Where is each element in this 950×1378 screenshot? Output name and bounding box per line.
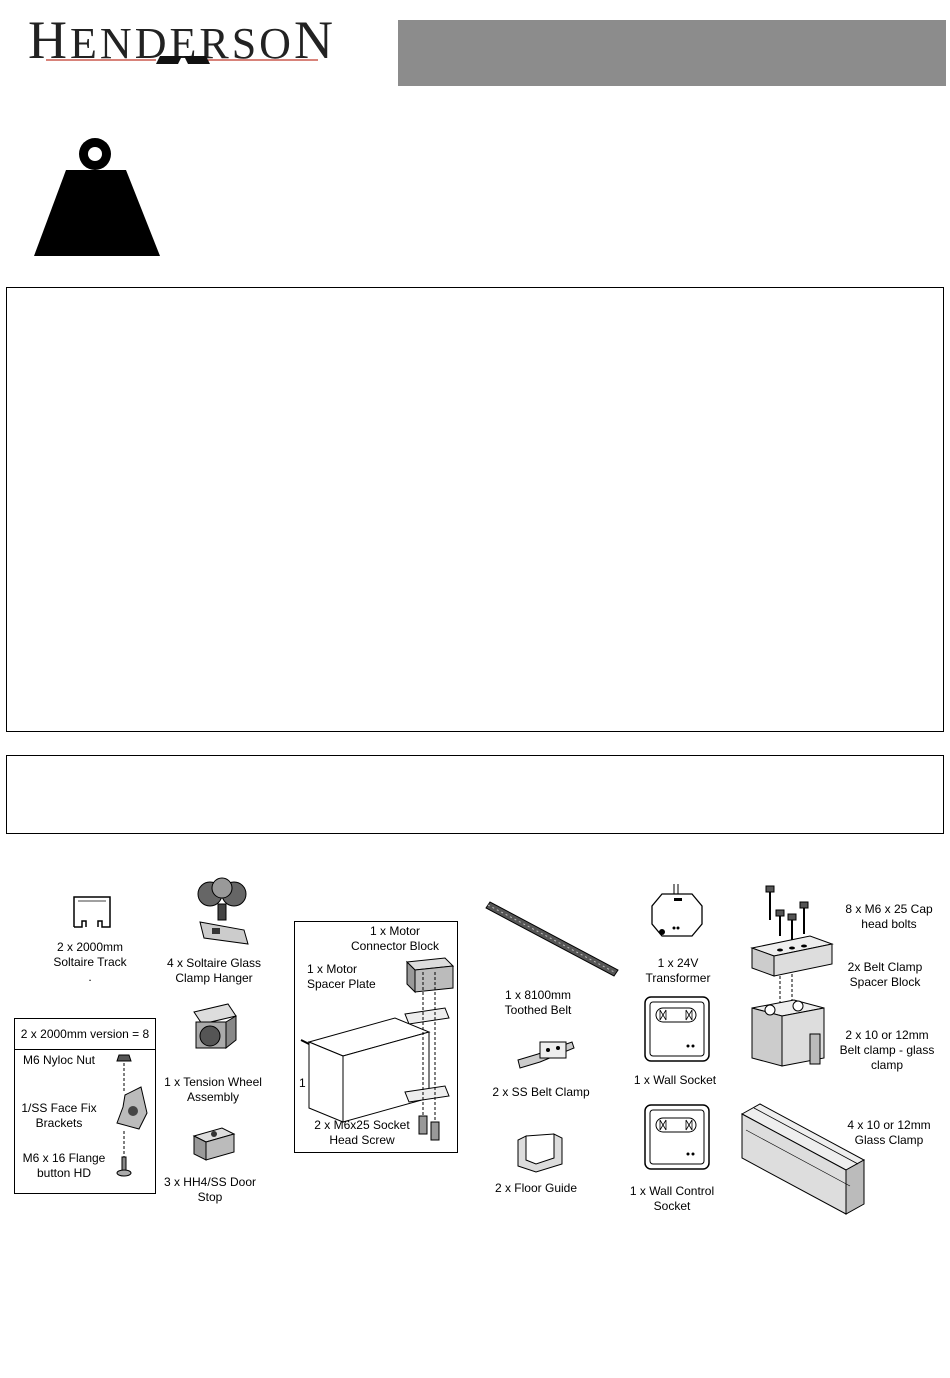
belt-clamp-label: 2 x SS Belt Clamp bbox=[492, 1085, 590, 1099]
belt-clamp-icon bbox=[517, 1041, 575, 1069]
floor-guide-label: 2 x Floor Guide bbox=[494, 1181, 578, 1195]
bracket-assembly-icon bbox=[116, 1054, 148, 1177]
version-divider bbox=[15, 1049, 155, 1050]
logo-wordmark: HENDERSON bbox=[28, 10, 336, 70]
header-bar bbox=[398, 20, 946, 86]
floor-guide-icon bbox=[517, 1133, 563, 1173]
toothed-belt-icon bbox=[485, 901, 619, 977]
hanger-icon bbox=[197, 877, 249, 945]
weight-icon bbox=[34, 138, 160, 256]
tension-wheel-icon bbox=[193, 1003, 237, 1050]
wall-socket-icon bbox=[644, 996, 710, 1062]
henderson-logo: HENDERSON bbox=[24, 10, 340, 74]
wall-socket-label: 1 x Wall Socket bbox=[633, 1073, 717, 1087]
transformer-icon bbox=[651, 884, 703, 937]
door-stop-icon bbox=[192, 1127, 236, 1161]
motor-assembly-icon bbox=[300, 957, 455, 1141]
version-title: 2 x 2000mm version = 8 bbox=[20, 1027, 150, 1041]
logo-underline bbox=[46, 56, 318, 64]
notes-box bbox=[6, 755, 944, 834]
content-box bbox=[6, 287, 944, 732]
nyloc-label: M6 Nyloc Nut bbox=[23, 1053, 96, 1067]
wall-control-socket-icon bbox=[644, 1104, 710, 1170]
version-panel: 2 x 2000mm version = 8 M6 Nyloc Nut 1/SS… bbox=[14, 1018, 156, 1194]
glass-clamp-icon bbox=[740, 1103, 866, 1215]
belt-clamp-assembly-icon bbox=[750, 885, 834, 1067]
track-icon bbox=[73, 896, 111, 928]
